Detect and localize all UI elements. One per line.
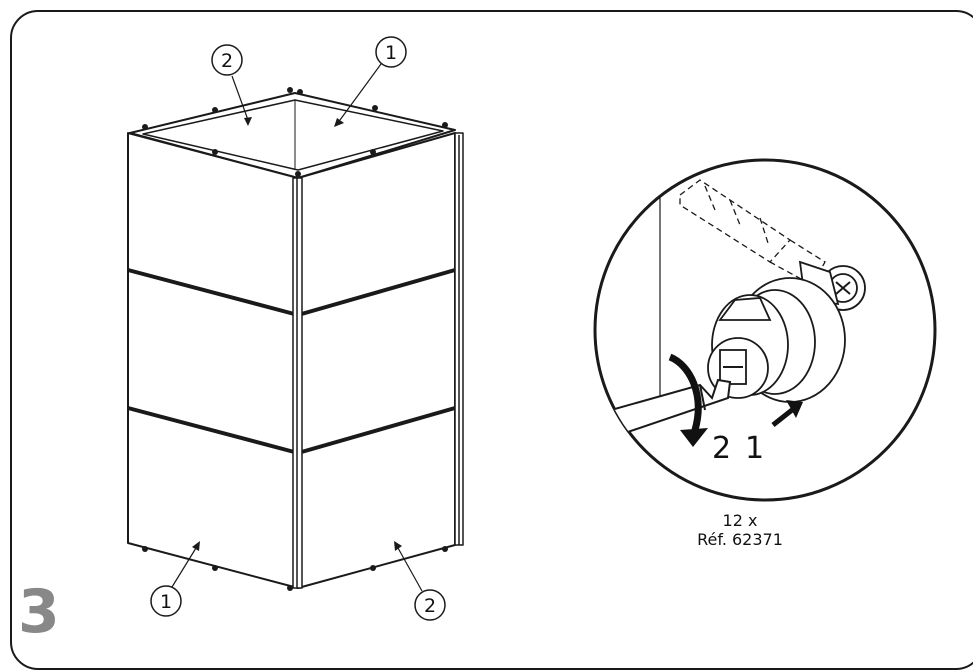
- detail-step-1-label: 1: [745, 431, 764, 466]
- cam-body: [707, 277, 846, 403]
- detail-step-2-label: 2: [712, 431, 731, 466]
- fittings: [142, 87, 448, 591]
- callout-top-right-label: 1: [385, 42, 397, 64]
- step-number: 3: [18, 577, 60, 647]
- top-frame: [129, 92, 456, 179]
- push-arrow-icon: [771, 400, 803, 427]
- quantity-label: 12 x: [722, 511, 758, 530]
- right-face: [297, 132, 456, 589]
- callout-bottom-right-label: 2: [424, 595, 436, 617]
- corner-posts: [292, 132, 464, 589]
- callout-bottom-right: 2: [394, 541, 446, 621]
- assembly-illustration: 2 1 1 2: [127, 36, 937, 621]
- callout-top-right: 1: [334, 36, 407, 127]
- reference-label: Réf. 62371: [697, 530, 783, 550]
- screwdriver: [595, 378, 732, 457]
- callout-top-left-label: 2: [221, 50, 233, 72]
- rotate-arrow-icon: [668, 353, 708, 447]
- callout-top-left: 2: [211, 44, 252, 126]
- cabinet-assembly: [127, 87, 464, 591]
- callout-bottom-left-label: 1: [160, 591, 172, 613]
- cam-lock-detail: 2 1: [593, 158, 937, 502]
- left-face: [127, 132, 299, 589]
- callout-bottom-left: 1: [150, 541, 200, 617]
- hardware-quantity-block: 12 x Réf. 62371: [600, 511, 880, 549]
